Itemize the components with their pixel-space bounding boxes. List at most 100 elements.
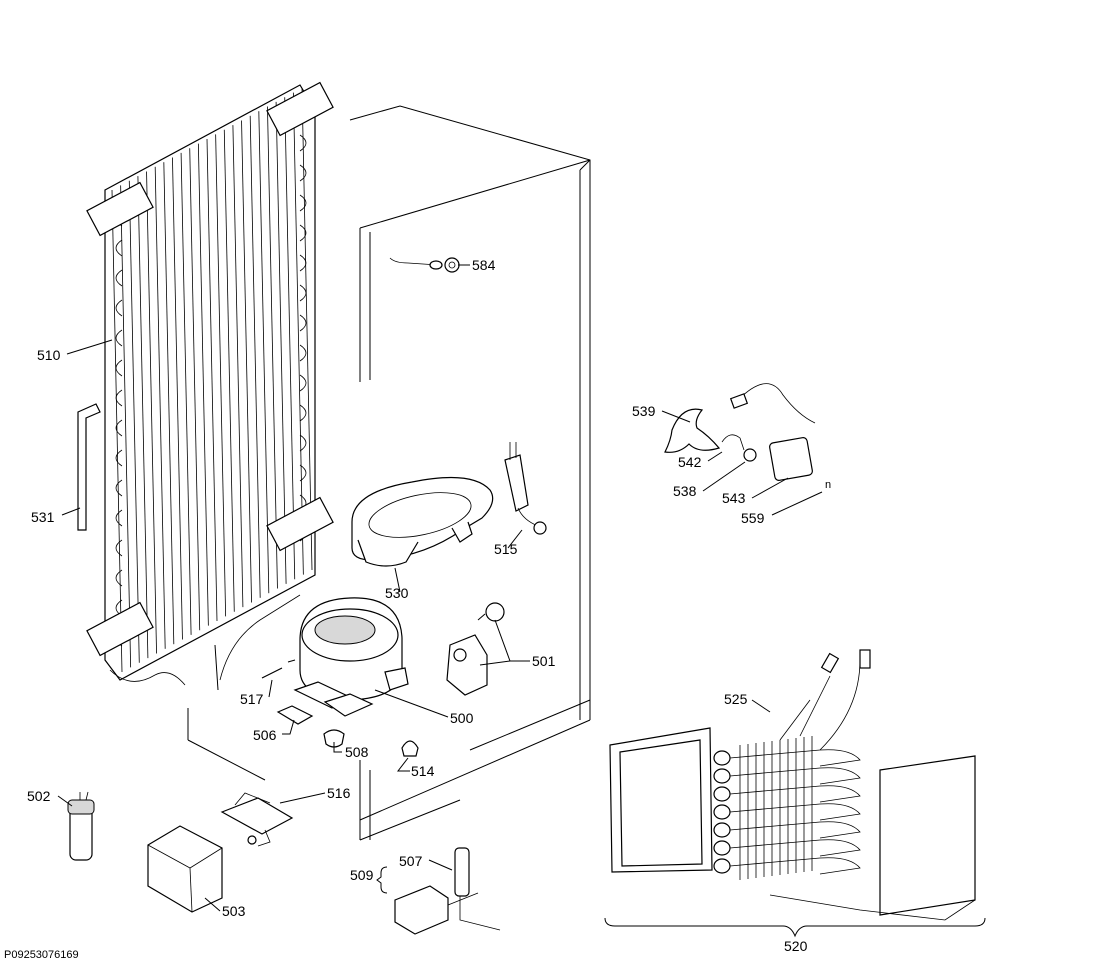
- door-clip-584: [389, 257, 460, 273]
- label-515: 515: [494, 541, 518, 557]
- condenser-wire: [180, 152, 192, 635]
- condenser-coil-bend: [299, 374, 307, 392]
- label-520: 520: [784, 938, 808, 954]
- evaporator-coil-end: [713, 786, 731, 802]
- condenser-wire: [258, 111, 270, 594]
- condenser-coil-bend: [115, 359, 123, 377]
- label-506: 506: [253, 727, 277, 743]
- condenser-coil-bend: [299, 464, 307, 482]
- condenser-coil-bend: [299, 434, 307, 452]
- condenser-wire: [137, 176, 149, 659]
- evaporator-coil-end: [713, 822, 731, 838]
- condenser-coil-bend: [115, 569, 123, 587]
- condenser-wire: [292, 92, 304, 575]
- fan-assembly: [664, 383, 816, 481]
- condenser-wire: [206, 138, 218, 622]
- condenser-wire: [241, 120, 252, 603]
- condenser-coil-bend: [115, 239, 123, 257]
- evaporator-tube: [729, 767, 861, 785]
- label-531: 531: [31, 509, 55, 525]
- label-516: 516: [327, 785, 351, 801]
- label-507: 507: [399, 853, 423, 869]
- condenser-wire: [128, 180, 140, 663]
- condenser-wire: [189, 148, 201, 631]
- condenser-coil-bend: [299, 134, 307, 152]
- evaporator-tube: [729, 857, 861, 875]
- valve-assembly-509: [394, 847, 501, 935]
- cabinet-outline: [187, 105, 591, 841]
- label-510: 510: [37, 347, 61, 363]
- starter-relay-501: [446, 602, 505, 696]
- sealing-strip-531: [77, 403, 101, 531]
- label-584: 584: [472, 257, 496, 273]
- evaporator-tube: [729, 785, 861, 803]
- condenser-wire: [197, 143, 209, 626]
- condenser-coil-bend: [115, 329, 123, 347]
- label-559: 559: [741, 510, 765, 526]
- label-525: 525: [724, 691, 748, 707]
- evaporator-coil-end: [713, 858, 731, 874]
- condenser-coil-bend: [299, 404, 307, 422]
- condenser-coil-bend: [115, 419, 123, 437]
- grommet-508: [323, 729, 345, 748]
- condenser-wire: [284, 97, 296, 580]
- condenser-coil-bend: [115, 449, 123, 467]
- mount-plate-506: [276, 705, 314, 725]
- condenser-wire: [223, 129, 235, 612]
- label-508: 508: [345, 744, 369, 760]
- label-543: 543: [722, 490, 746, 506]
- label-530: 530: [385, 585, 409, 601]
- condenser-coil-bend: [299, 344, 307, 362]
- drawing-code: P09253076169: [4, 949, 79, 961]
- condenser-wire: [172, 157, 183, 640]
- leader-lines: [57, 264, 986, 938]
- condenser-coil-bend: [115, 509, 123, 527]
- condenser-coil-bend: [299, 194, 307, 212]
- evaporator-coil-end: [713, 840, 731, 856]
- condenser-wire: [267, 106, 278, 589]
- label-501: 501: [532, 653, 556, 669]
- label-517: 517: [240, 691, 264, 707]
- condenser-coil-bend: [115, 389, 123, 407]
- clip-514: [401, 740, 419, 757]
- evaporator-520: [609, 649, 976, 921]
- condenser-coil-bend: [115, 539, 123, 557]
- condenser-coil-bend: [299, 314, 307, 332]
- label-502: 502: [27, 788, 51, 804]
- label-514: 514: [411, 763, 435, 779]
- condenser-wire: [249, 115, 261, 598]
- drip-tray-530: [351, 476, 494, 567]
- condenser-510: [86, 81, 334, 691]
- condenser-coil-bend: [115, 299, 123, 317]
- evaporator-tube: [729, 749, 861, 767]
- evaporator-tube: [729, 803, 861, 821]
- label-509: 509: [350, 867, 374, 883]
- condenser-coil-bend: [299, 254, 307, 272]
- condenser-coil-bend: [115, 479, 123, 497]
- condenser-coil-bend: [299, 164, 307, 182]
- label-503: 503: [222, 903, 246, 919]
- part-labels: 584 510 531 530 515 501 500 517 506 508 …: [4, 257, 831, 961]
- condenser-coil-bend: [299, 284, 307, 302]
- condenser-wire: [154, 166, 166, 649]
- label-542: 542: [678, 454, 702, 470]
- evaporator-tube: [729, 821, 861, 839]
- evaporator-coil-end: [713, 768, 731, 784]
- condenser-coil-bend: [115, 269, 123, 287]
- condenser-wire: [163, 162, 175, 645]
- condenser-coil-bend: [299, 224, 307, 242]
- label-539: 539: [632, 403, 656, 419]
- condenser-wire: [275, 101, 287, 584]
- filter-drier-502: [67, 791, 95, 861]
- bracket-516: [220, 792, 294, 847]
- condenser-wire: [146, 171, 157, 654]
- condenser-wire: [120, 185, 132, 668]
- evaporator-tube: [729, 839, 861, 857]
- evaporator-coil-end: [713, 750, 731, 766]
- label-500: 500: [450, 710, 474, 726]
- label-n-mark: n: [825, 479, 831, 491]
- compressor-500: [287, 597, 409, 717]
- heater-515: [504, 442, 547, 535]
- evaporator-coil-end: [713, 804, 731, 820]
